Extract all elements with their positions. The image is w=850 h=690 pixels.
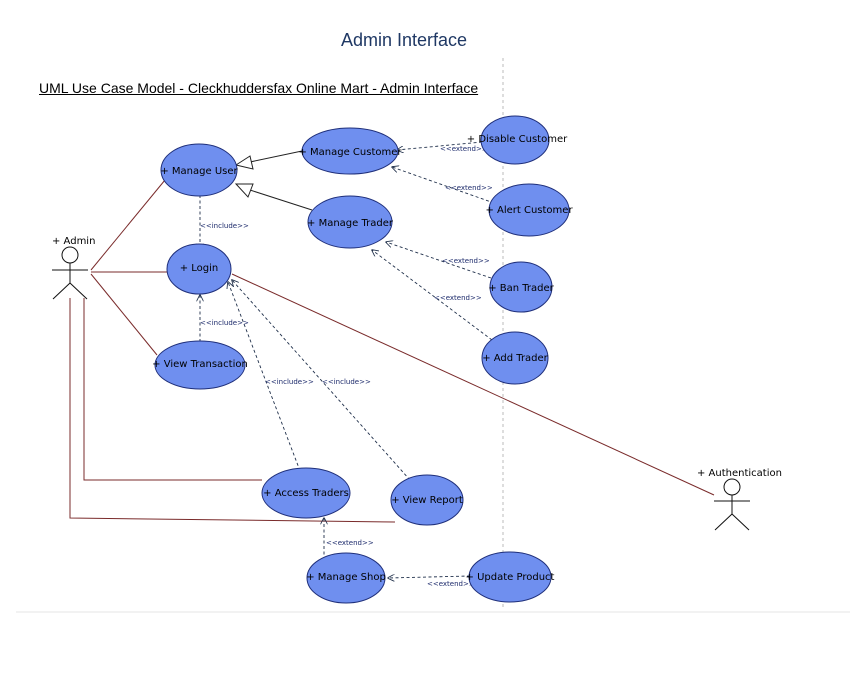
usecase-manage-user-label: + Manage User <box>160 166 238 177</box>
gen-manage-customer-arrowhead <box>234 155 254 170</box>
usecase-login: + Login <box>166 243 232 295</box>
usecase-alert-customer-label: + Alert Customer <box>485 205 573 216</box>
label-extend-ban: <<extend>> <box>442 257 490 265</box>
label-include-access-traders: <<include>> <box>265 378 314 386</box>
usecase-update-product-label: + Update Product <box>466 572 555 583</box>
extend-update-product-manage-shop <box>388 576 471 578</box>
include-view-report-login <box>232 280 411 481</box>
assoc-admin-view-transaction <box>90 273 158 356</box>
assoc-authentication-login <box>231 273 715 496</box>
extend-alert-customer <box>392 167 495 204</box>
usecase-login-label: + Login <box>180 263 219 274</box>
usecase-disable-customer-label: + Disable Customer <box>467 134 568 145</box>
extend-ban-trader <box>386 242 492 279</box>
label-include-view-transaction: <<include>> <box>200 319 249 327</box>
label-extend-manage-shop: <<extend>> <box>326 539 374 547</box>
usecase-view-transaction: + View Transaction <box>152 340 248 390</box>
actor-authentication <box>714 478 750 531</box>
actor-admin <box>52 246 88 300</box>
usecase-view-transaction-label: + View Transaction <box>152 359 248 370</box>
usecase-manage-trader: + Manage Trader <box>307 195 394 249</box>
usecase-manage-user: + Manage User <box>160 143 239 197</box>
actor-admin-label: + Admin <box>52 236 95 247</box>
gen-manage-trader-line <box>249 189 313 211</box>
usecase-add-trader: + Add Trader <box>481 331 549 385</box>
usecase-update-product: + Update Product <box>466 551 555 603</box>
label-include-manage-user: <<include>> <box>200 222 249 230</box>
label-extend-alert: <<extend>> <box>445 184 493 192</box>
usecase-access-traders-label: + Access Traders <box>263 488 349 499</box>
label-extend-add: <<extend>> <box>434 294 482 302</box>
label-extend-update-product: <<extend>> <box>427 580 475 588</box>
usecase-view-report-label: + View Report <box>391 495 463 506</box>
usecase-manage-shop-label: + Manage Shop <box>306 572 386 583</box>
extend-add-trader <box>372 250 493 341</box>
gen-manage-customer-line <box>249 150 303 163</box>
assoc-admin-view-report <box>69 298 396 523</box>
assoc-admin-manage-user <box>90 179 166 271</box>
gen-manage-trader-arrowhead <box>234 183 254 198</box>
usecase-add-trader-label: + Add Trader <box>482 353 548 364</box>
assoc-admin-access-traders <box>83 298 262 481</box>
label-include-view-report: <<include>> <box>322 378 371 386</box>
usecase-access-traders: + Access Traders <box>261 467 351 519</box>
label-extend-disable: <<extend>> <box>440 145 488 153</box>
usecase-disable-customer: + Disable Customer <box>467 115 568 165</box>
usecase-alert-customer: + Alert Customer <box>485 183 573 237</box>
page-title: Admin Interface <box>340 30 468 50</box>
usecase-manage-trader-label: + Manage Trader <box>307 218 394 229</box>
usecase-ban-trader-label: + Ban Trader <box>488 283 554 294</box>
include-access-traders-login <box>228 282 303 477</box>
usecase-manage-customer: + Manage Customer <box>298 127 402 175</box>
usecase-view-report: + View Report <box>390 474 464 526</box>
diagram-title: UML Use Case Model - Cleckhuddersfax Onl… <box>39 80 479 96</box>
usecase-ban-trader: + Ban Trader <box>488 261 555 313</box>
actor-authentication-label: + Authentication <box>697 468 782 479</box>
usecase-manage-customer-label: + Manage Customer <box>298 147 402 158</box>
usecase-manage-shop: + Manage Shop <box>306 552 386 604</box>
